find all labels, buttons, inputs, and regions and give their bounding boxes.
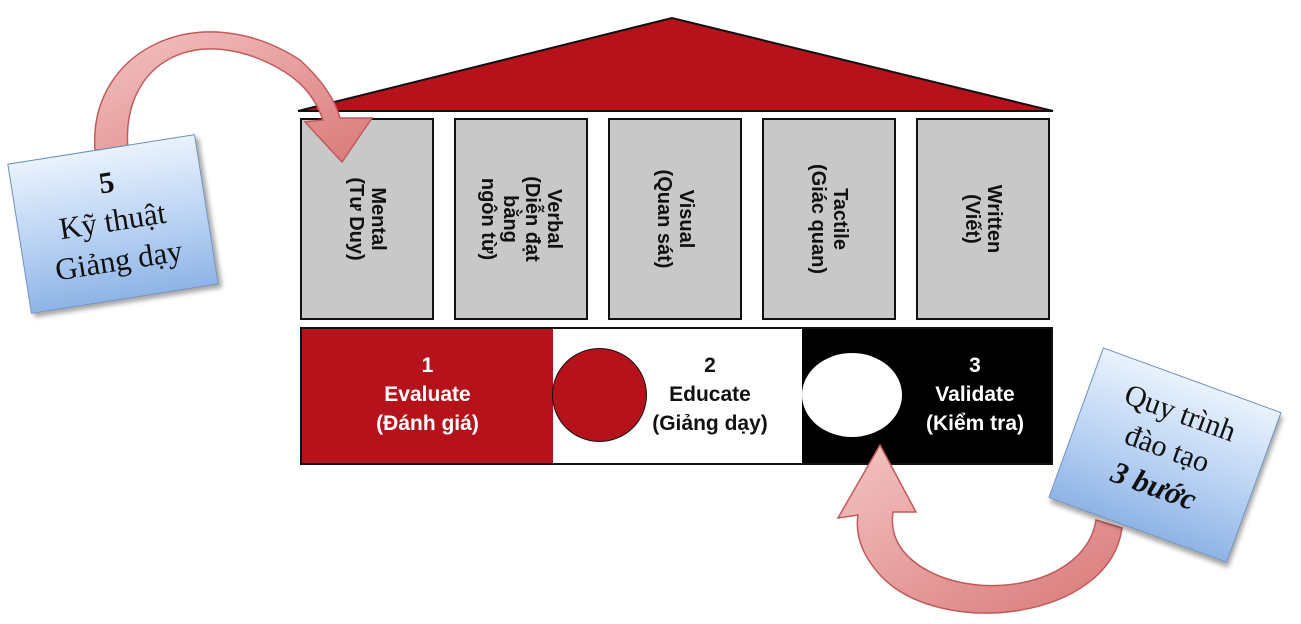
pillar-tactile: Tactile (Giác quan): [762, 118, 896, 320]
process-base: 1 Evaluate (Đánh giá) 2 Educate (Giảng d…: [300, 327, 1053, 465]
callout-teaching-techniques: 5 Kỹ thuật Giảng dạy: [7, 134, 219, 314]
roof-triangle: [297, 16, 1054, 112]
step-evaluate-label: 1 Evaluate (Đánh giá): [376, 354, 479, 435]
step-validate-label: 3 Validate (Kiểm tra): [925, 354, 1025, 435]
pillar-visual-label: Visual (Quan sát): [653, 169, 697, 269]
pillar-written: Written (Viết): [916, 118, 1050, 320]
pillar-mental: Mental (Tư Duy): [300, 118, 434, 320]
pillar-mental-label: Mental (Tư Duy): [345, 177, 389, 261]
pillar-visual: Visual (Quan sát): [608, 118, 742, 320]
pillar-verbal-label: Verbal (Diễn đạt bằng ngôn từ): [477, 176, 565, 262]
pillar-tactile-label: Tactile (Giác quan): [807, 163, 851, 274]
step-evaluate: [302, 329, 553, 463]
puzzle-knob-red: [552, 348, 647, 442]
pillar-written-label: Written (Viết): [961, 184, 1005, 254]
puzzle-knob-white: [802, 353, 902, 437]
step-educate-label: 2 Educate (Giảng dạy): [652, 354, 768, 435]
pillar-verbal: Verbal (Diễn đạt bằng ngôn từ): [454, 118, 588, 320]
